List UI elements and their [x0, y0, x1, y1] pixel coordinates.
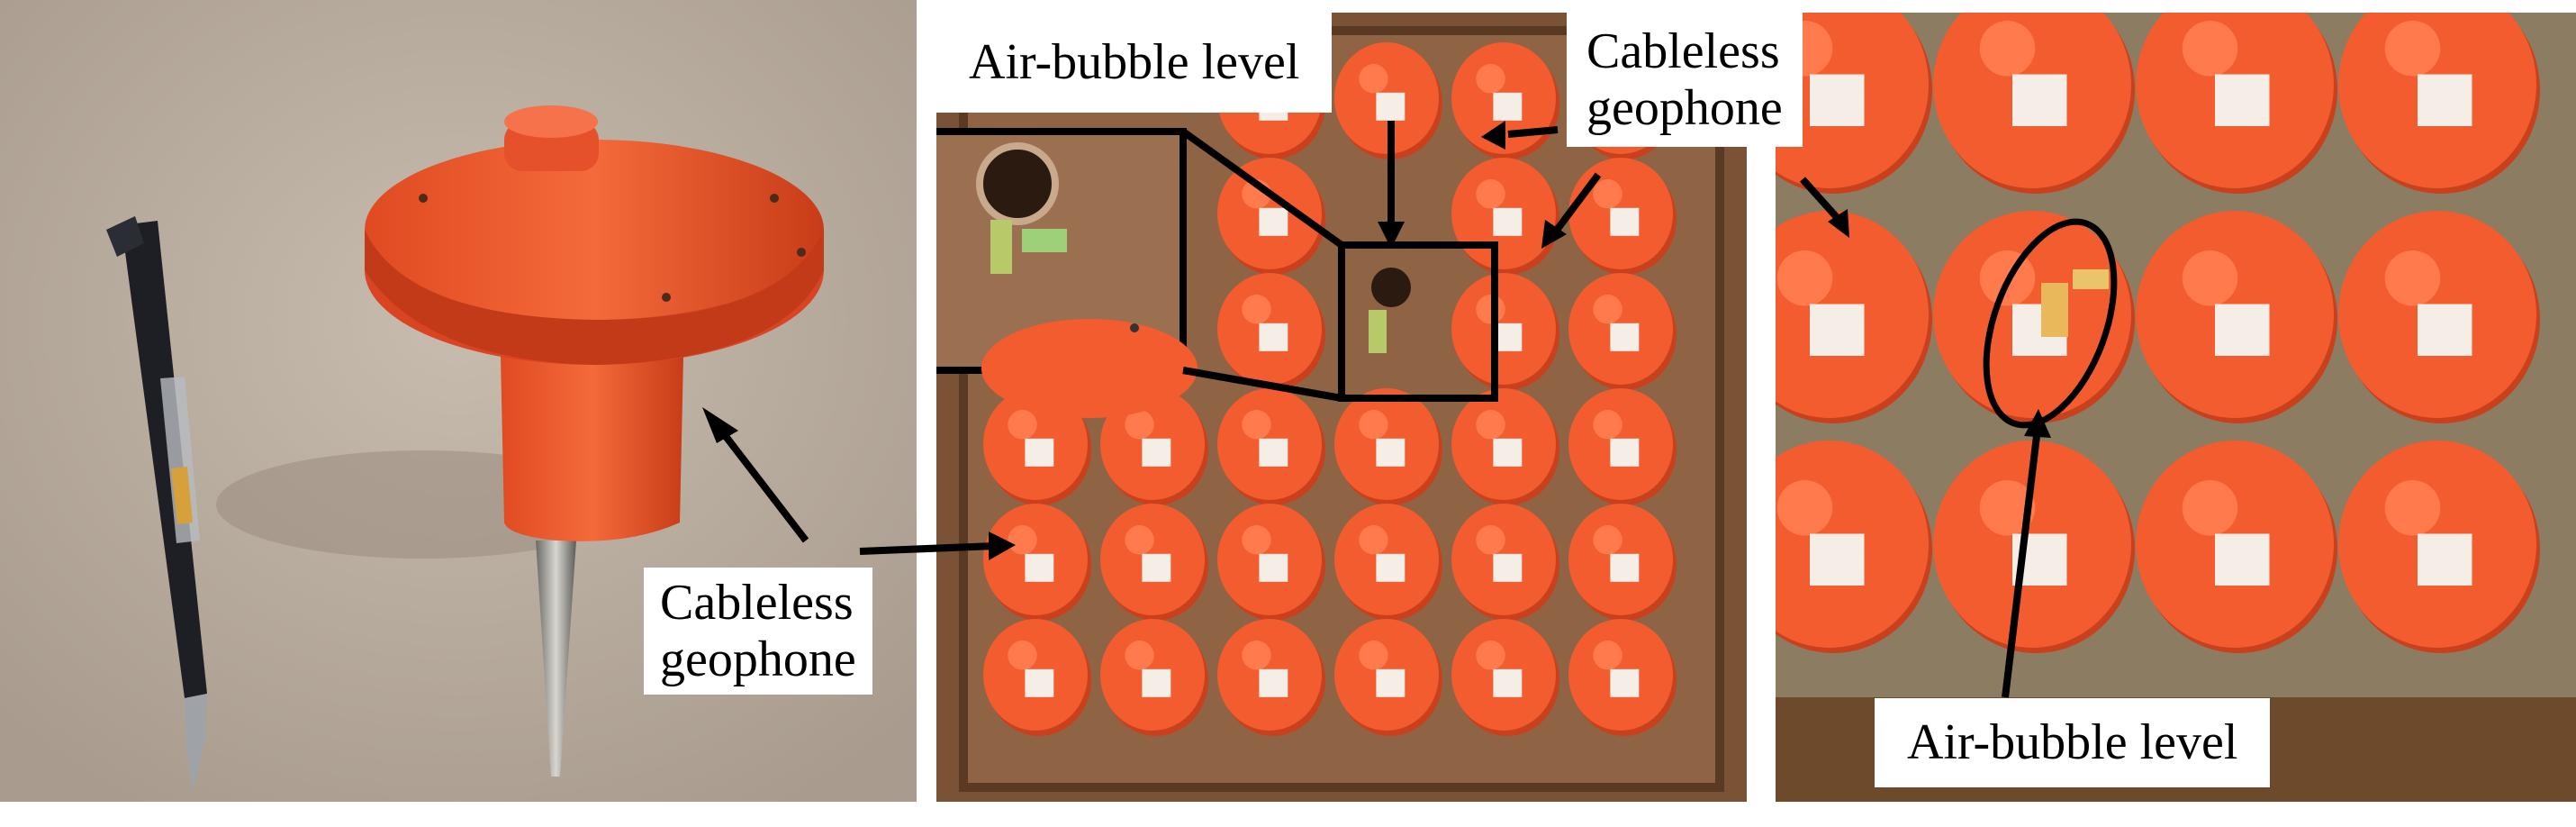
geophone-top: [1451, 504, 1559, 621]
geophone-top: [1933, 441, 2135, 653]
geophone-top: [1933, 13, 2135, 194]
geophone-top: [1568, 273, 1677, 390]
bubble-level-zoom-box: [1338, 241, 1498, 402]
arrows-mid: [1378, 121, 1602, 249]
geophone-top: [2338, 211, 2540, 423]
geophone-top: [2136, 211, 2337, 423]
label-line-2: geophone: [1586, 79, 1783, 136]
arrows-right: [1800, 177, 2051, 698]
geophone-top: [2136, 13, 2337, 194]
geophone-top: [1568, 388, 1677, 505]
geophone-top: [1100, 619, 1208, 736]
label-text: Air-bubble level: [1907, 714, 2238, 770]
pen: [106, 216, 207, 793]
label-text: Air-bubble level: [969, 34, 1300, 90]
geophone-top: [1217, 504, 1325, 621]
label-cableless-geophone-left: Cableless geophone: [644, 568, 872, 695]
geophone-top: [983, 619, 1091, 736]
geophone-top: [1217, 388, 1325, 505]
label-cableless-geophone-mid: Cableless geophone: [1567, 13, 1803, 148]
bubble-level-closeup: [1983, 218, 2118, 429]
geophone-top: [2338, 13, 2540, 194]
geophone-top: [1451, 388, 1559, 505]
photo-geophone-closeup: [1776, 13, 2576, 802]
geophone-top: [1334, 388, 1442, 505]
label-line-2: geophone: [660, 631, 856, 687]
photo-geophone-tray: [936, 13, 1747, 802]
geophone-top: [1100, 388, 1208, 505]
geophone-top: [1451, 619, 1559, 736]
geophone-top: [2136, 441, 2337, 653]
photo-single-geophone: [0, 0, 917, 802]
geophone-top: [2338, 441, 2540, 653]
bubble-level-inset: [936, 128, 1198, 418]
label-air-bubble-level-right: Air-bubble level: [1875, 698, 2271, 787]
geophone-top: [1217, 158, 1325, 275]
geophone-top: [1334, 619, 1442, 736]
geophone-top: [1776, 441, 1932, 653]
geophone-top: [1776, 211, 1932, 423]
label-air-bubble-level-mid: Air-bubble level: [936, 13, 1333, 113]
geophone-top: [1217, 619, 1325, 736]
label-line-1: Cableless: [660, 575, 854, 631]
geophone-top: [1451, 273, 1559, 390]
geophone-top: [1568, 619, 1677, 736]
geophone-top: [1217, 273, 1325, 390]
geophone-top: [1334, 504, 1442, 621]
geophone-body: [365, 105, 824, 777]
geophone-top: [1100, 504, 1208, 621]
geophone-top: [1334, 42, 1442, 159]
label-line-1: Cableless: [1586, 23, 1780, 79]
arrow-to-geophone: [702, 407, 809, 543]
geophone-top: [1568, 504, 1677, 621]
